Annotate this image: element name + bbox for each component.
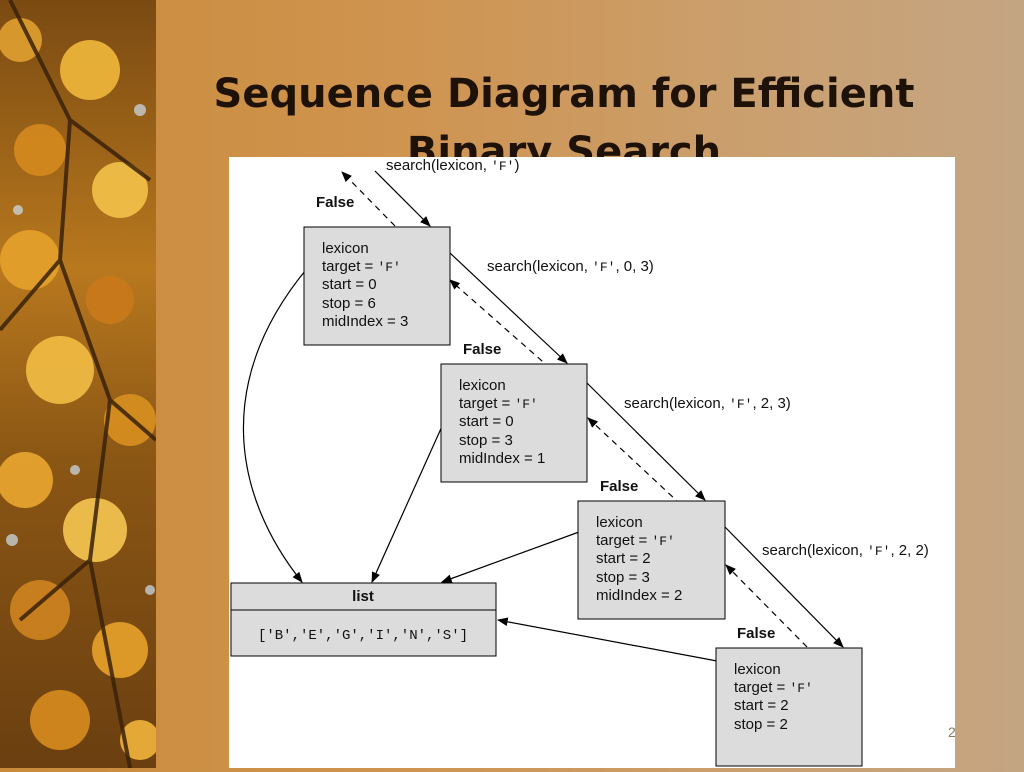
svg-text:target = 'F': target = 'F' <box>322 258 401 275</box>
return-label: False <box>737 625 775 642</box>
slide-number: 2 <box>948 724 956 740</box>
reference-arrow <box>496 617 718 662</box>
call-label: search(lexicon, 'F', 2, 2) <box>762 542 929 559</box>
page-title: Sequence Diagram for Efficient Binary Se… <box>213 70 915 175</box>
sequence-diagram: search(lexicon, 'F') search(lexicon, 'F'… <box>229 157 955 768</box>
svg-text:target = 'F': target = 'F' <box>596 532 675 549</box>
list-header: list <box>352 588 374 605</box>
reference-arrow <box>440 531 580 583</box>
svg-text:lexicon: lexicon <box>734 661 781 678</box>
svg-text:lexicon: lexicon <box>596 514 643 531</box>
svg-text:target = 'F': target = 'F' <box>459 395 538 412</box>
call-arrow <box>586 382 706 501</box>
return-arrow <box>341 171 396 227</box>
stack-frame: lexicon target = 'F' start = 2 stop = 2 <box>715 647 863 767</box>
stack-frame: lexicon target = 'F' start = 0 stop = 3 … <box>440 363 588 483</box>
svg-text:stop = 3: stop = 3 <box>459 432 513 449</box>
return-label: False <box>463 341 501 358</box>
call-label: search(lexicon, 'F', 2, 3) <box>624 395 791 412</box>
svg-text:stop = 3: stop = 3 <box>596 569 650 586</box>
stack-frame: lexicon target = 'F' start = 0 stop = 6 … <box>303 226 451 346</box>
svg-text:lexicon: lexicon <box>459 377 506 394</box>
reference-arrow <box>242 256 318 583</box>
stack-frame: lexicon target = 'F' start = 2 stop = 3 … <box>577 500 726 620</box>
svg-text:midIndex = 1: midIndex = 1 <box>459 450 545 467</box>
svg-text:start = 2: start = 2 <box>596 550 651 567</box>
svg-text:stop = 6: stop = 6 <box>322 295 376 312</box>
call-arrow <box>724 526 844 648</box>
list-box: list ['B','E','G','I','N','S'] <box>230 582 497 657</box>
return-label: False <box>316 194 354 211</box>
list-contents: ['B','E','G','I','N','S'] <box>258 628 468 644</box>
return-label: False <box>600 478 638 495</box>
svg-text:start = 0: start = 0 <box>322 276 377 293</box>
svg-text:midIndex = 2: midIndex = 2 <box>596 587 682 604</box>
autumn-leaves-image <box>0 0 156 768</box>
svg-text:lexicon: lexicon <box>322 240 369 257</box>
leaves-decoration <box>0 0 156 768</box>
diagram-canvas: search(lexicon, 'F') search(lexicon, 'F'… <box>230 157 929 767</box>
svg-text:start = 2: start = 2 <box>734 697 789 714</box>
svg-text:target = 'F': target = 'F' <box>734 679 813 696</box>
call-arrow <box>374 170 431 227</box>
return-arrow <box>725 564 808 648</box>
call-label: search(lexicon, 'F', 0, 3) <box>487 258 654 275</box>
call-arrow <box>449 252 568 364</box>
svg-text:midIndex = 3: midIndex = 3 <box>322 313 408 330</box>
call-label: search(lexicon, 'F') <box>386 157 519 174</box>
svg-text:start = 0: start = 0 <box>459 413 514 430</box>
svg-text:stop = 2: stop = 2 <box>734 716 788 733</box>
